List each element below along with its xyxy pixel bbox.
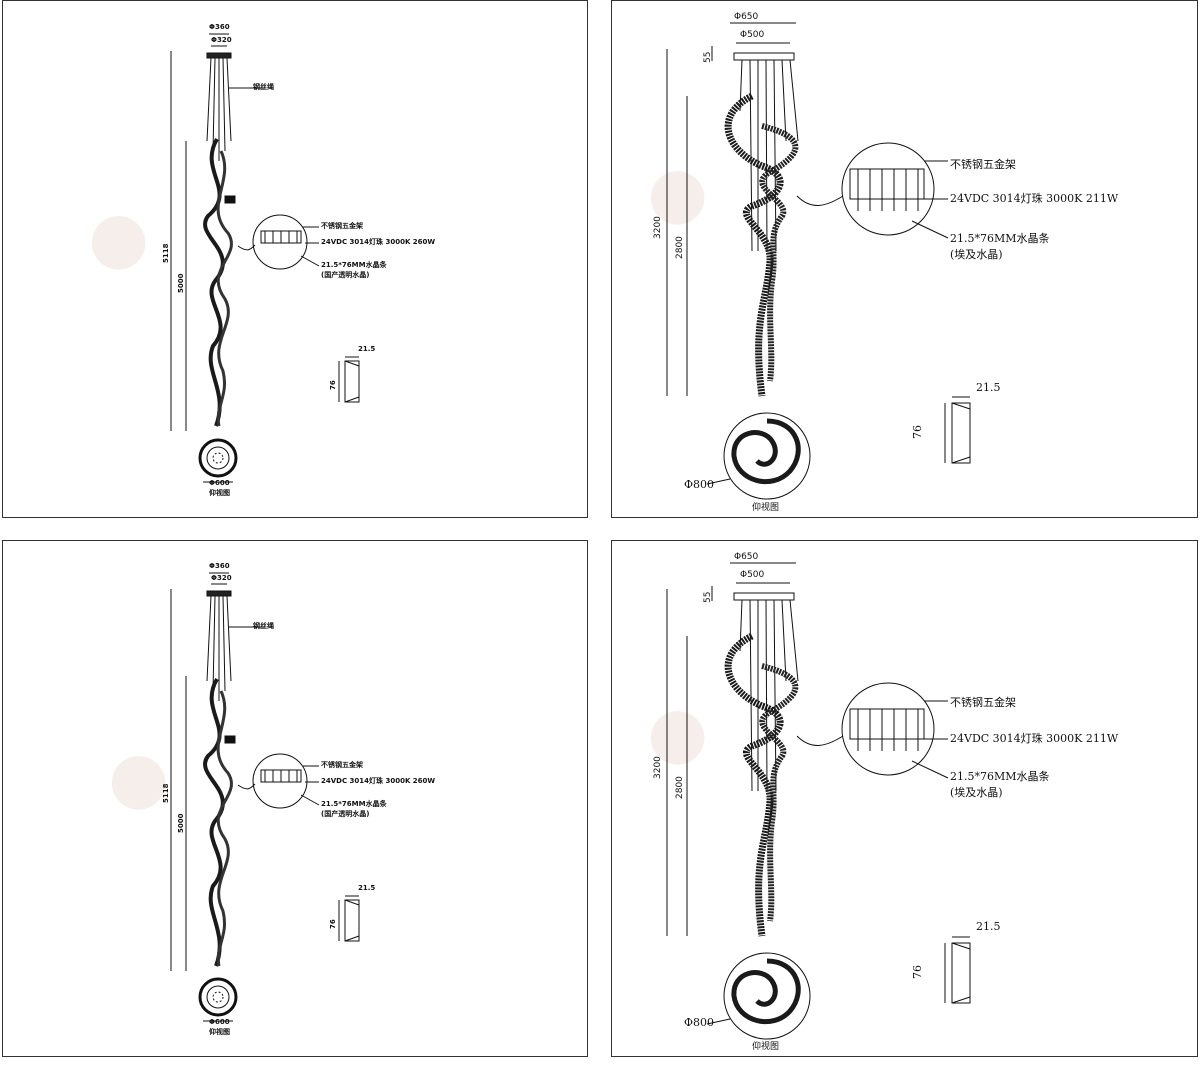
bottom-diameter: Φ800 (684, 478, 715, 491)
led-label: 24VDC 3014灯珠 3000K 211W (950, 192, 1119, 205)
dim-height-total: 3200 (653, 216, 663, 239)
dim-height-total: 3200 (653, 756, 663, 779)
dim-canopy-height: 55 (703, 591, 713, 603)
dim-canopy-diameter: Φ320 (211, 574, 232, 582)
drawing-panel-large-top: ●​ (611, 0, 1198, 518)
bottom-diameter: Φ800 (684, 1016, 715, 1029)
dim-height-total: 5118 (162, 243, 170, 263)
dim-top-diameter: Φ650 (734, 12, 759, 22)
chandelier-drawing-large (666, 562, 971, 1040)
wire-label: 钢丝绳 (253, 83, 274, 91)
chandelier-drawing-large (666, 22, 971, 500)
dim-canopy-height: 55 (703, 51, 713, 63)
prism-width: 21.5 (976, 381, 1001, 394)
crystal-sub-label: (埃及水晶) (950, 786, 1003, 799)
frame-label: 不锈钢五金架 (321, 222, 363, 230)
crystal-label: 21.5*76MM水晶条 (950, 232, 1050, 245)
dim-canopy-diameter: Φ500 (740, 570, 765, 580)
dim-canopy-diameter: Φ320 (211, 36, 232, 44)
dim-top-diameter: Φ360 (209, 562, 230, 570)
crystal-sub-label: (国产透明水晶) (321, 271, 370, 279)
watermark: ●​ (647, 691, 717, 773)
frame-label: 不锈钢五金架 (950, 158, 1016, 171)
drawing-panel-small-top: ●​ (2, 0, 588, 518)
watermark: ●​ (647, 151, 717, 233)
led-label: 24VDC 3014灯珠 3000K 260W (321, 238, 436, 246)
drawing-panel-large-bottom: ●​ (611, 540, 1198, 1057)
crystal-label: 21.5*76MM水晶条 (950, 770, 1050, 783)
wire-label: 钢丝绳 (253, 622, 274, 630)
prism-width: 21.5 (358, 345, 376, 353)
crystal-label: 21.5*76MM水晶条 (321, 261, 387, 269)
prism-height: 76 (329, 919, 337, 929)
frame-label: 不锈钢五金架 (321, 761, 363, 769)
crystal-label: 21.5*76MM水晶条 (321, 800, 387, 808)
led-label: 24VDC 3014灯珠 3000K 211W (950, 732, 1119, 745)
crystal-sub-label: (埃及水晶) (950, 248, 1003, 261)
prism-width: 21.5 (358, 884, 376, 892)
dim-height-body: 5000 (177, 813, 185, 833)
prism-height: 76 (911, 425, 924, 439)
watermark: ●​ (88, 196, 158, 278)
prism-height: 76 (329, 380, 337, 390)
chandelier-drawing-small (170, 572, 360, 1022)
bottom-view-caption: 仰视图 (752, 1042, 780, 1052)
watermark: ●​ (108, 736, 178, 818)
prism-height: 76 (911, 965, 924, 979)
dim-height-total: 5118 (162, 783, 170, 803)
crystal-sub-label: (国产透明水晶) (321, 810, 370, 818)
bottom-diameter: Φ600 (209, 1018, 230, 1026)
bottom-view-caption: 仰视图 (209, 489, 230, 497)
dim-height-body: 2800 (675, 776, 685, 799)
dim-top-diameter: Φ360 (209, 23, 230, 31)
dim-height-body: 5000 (177, 273, 185, 293)
chandelier-drawing-small (170, 33, 360, 483)
frame-label: 不锈钢五金架 (950, 696, 1016, 709)
dim-canopy-diameter: Φ500 (740, 30, 765, 40)
drawing-panel-small-bottom: ●​ (2, 540, 588, 1057)
bottom-diameter: Φ600 (209, 479, 230, 487)
led-label: 24VDC 3014灯珠 3000K 260W (321, 777, 436, 785)
dim-top-diameter: Φ650 (734, 552, 759, 562)
dim-height-body: 2800 (675, 236, 685, 259)
bottom-view-caption: 仰视图 (209, 1028, 230, 1036)
bottom-view-caption: 仰视图 (752, 503, 780, 513)
prism-width: 21.5 (976, 920, 1001, 933)
